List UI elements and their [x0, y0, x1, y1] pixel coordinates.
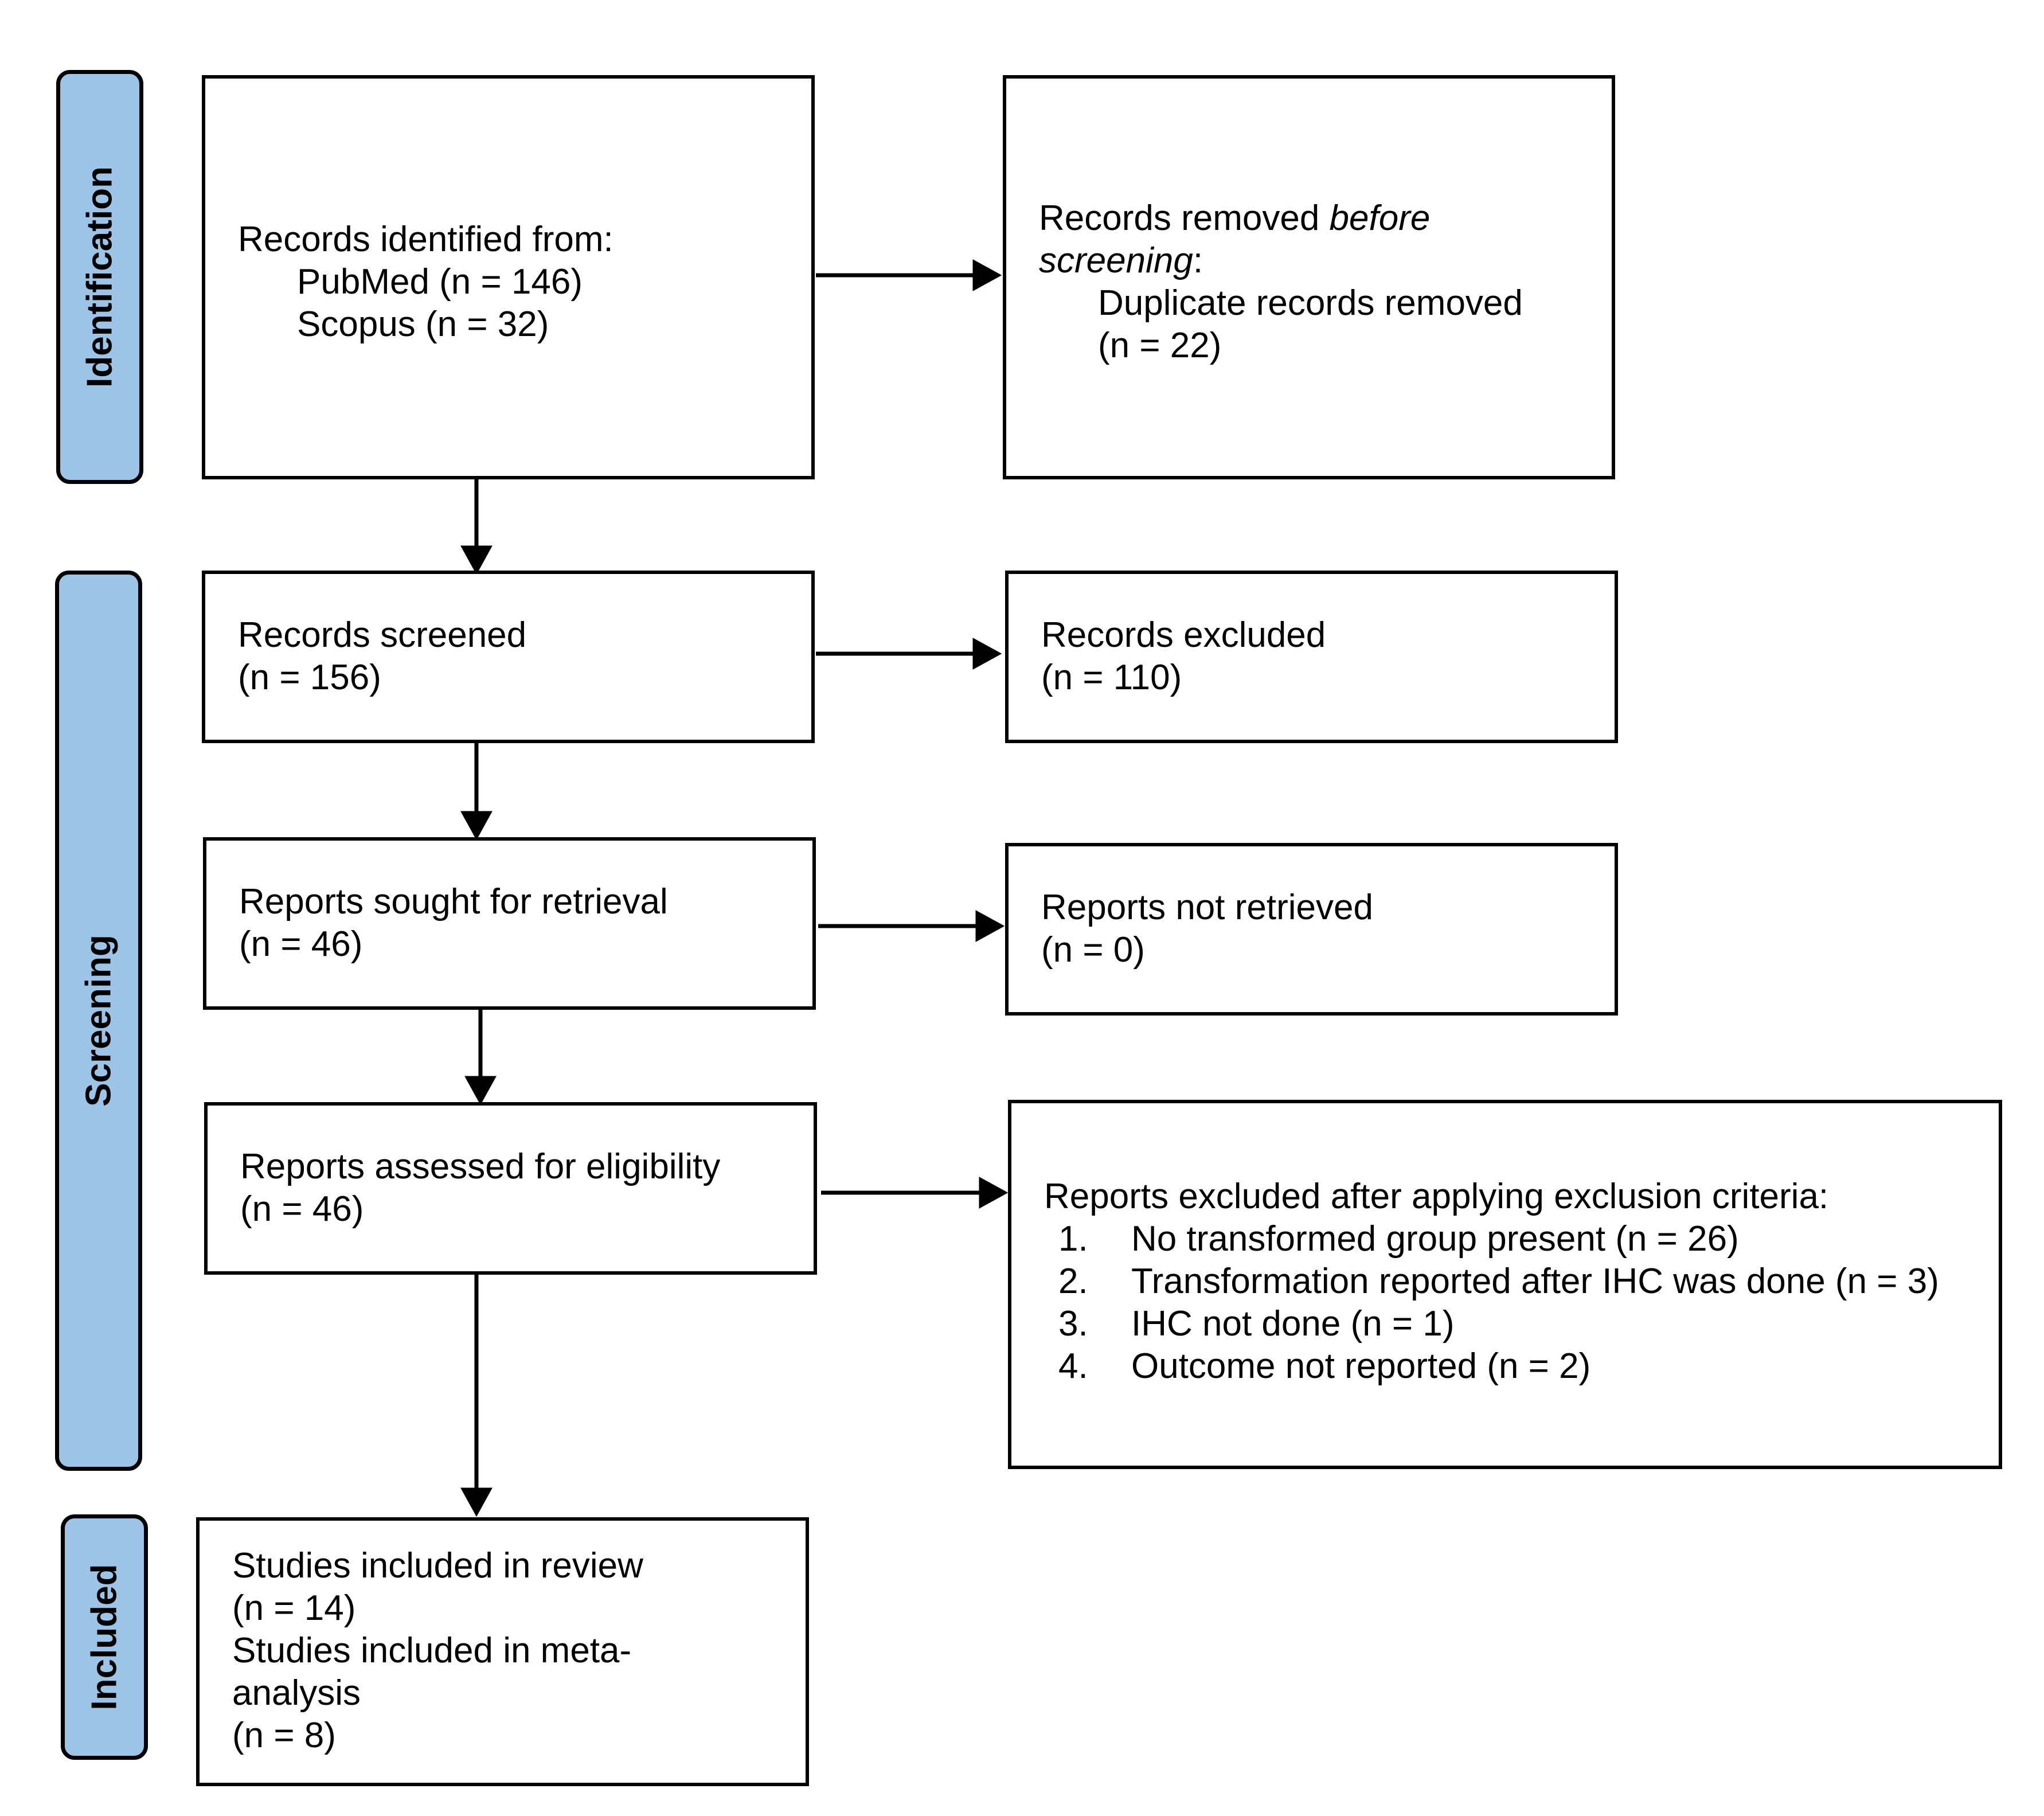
criteria-item-text: Transformation reported after IHC was do…: [1131, 1262, 1939, 1301]
phase-screening: Screening: [55, 571, 142, 1471]
box-records-identified: Records identified from: PubMed (n = 146…: [202, 75, 815, 479]
removed-italic-before: before: [1329, 198, 1431, 238]
excluded-title: Records excluded: [1041, 615, 1326, 655]
removed-italic-screening: screening: [1039, 241, 1193, 280]
phase-identification: Identification: [56, 70, 143, 484]
phase-included-label: Included: [84, 1564, 124, 1710]
criteria-title: Reports excluded after applying exclusio…: [1044, 1177, 1829, 1216]
not-retrieved-title: Reports not retrieved: [1041, 888, 1373, 927]
phase-included: Included: [61, 1514, 148, 1760]
assessed-count: (n = 46): [240, 1189, 364, 1229]
removed-duplicates-count: (n = 22): [1098, 326, 1222, 365]
included-review-label: Studies included in review: [232, 1546, 643, 1585]
box-reports-sought: Reports sought for retrieval (n = 46): [203, 837, 816, 1010]
screened-title: Records screened: [238, 615, 527, 655]
criteria-item: 3. IHC not done (n = 1): [1044, 1303, 1999, 1345]
identified-title: Records identified from:: [238, 220, 613, 259]
removed-title-line1: Records removed before: [1039, 197, 1612, 240]
removed-duplicates-label: Duplicate records removed: [1098, 283, 1523, 323]
criteria-item-number: 1.: [1058, 1219, 1088, 1259]
excluded-count: (n = 110): [1041, 658, 1182, 697]
criteria-item-text: No transformed group present (n = 26): [1131, 1219, 1739, 1259]
criteria-item: 2. Transformation reported after IHC was …: [1044, 1260, 1999, 1303]
phase-identification-label: Identification: [80, 166, 120, 388]
box-records-screened: Records screened (n = 156): [202, 571, 815, 743]
included-meta-count: (n = 8): [232, 1716, 336, 1755]
removed-prefix: Records removed: [1039, 198, 1330, 238]
box-studies-included: Studies included in review (n = 14) Stud…: [196, 1517, 809, 1786]
criteria-item: 4. Outcome not reported (n = 2): [1044, 1345, 1999, 1388]
box-records-removed: Records removed before screening: Duplic…: [1003, 75, 1615, 479]
screened-count: (n = 156): [238, 658, 381, 697]
phase-screening-label: Screening: [79, 935, 119, 1107]
identified-source-scopus: Scopus (n = 32): [297, 304, 549, 344]
included-meta-label-1: Studies included in meta-: [232, 1631, 632, 1670]
criteria-item-text: IHC not done (n = 1): [1131, 1304, 1455, 1344]
included-meta-label-2: analysis: [232, 1673, 361, 1713]
not-retrieved-count: (n = 0): [1041, 930, 1145, 970]
removed-title-line2: screening:: [1039, 240, 1612, 282]
sought-count: (n = 46): [239, 924, 363, 964]
included-review-count: (n = 14): [232, 1588, 356, 1628]
sought-title: Reports sought for retrieval: [239, 882, 668, 921]
box-reports-not-retrieved: Reports not retrieved (n = 0): [1005, 843, 1618, 1016]
criteria-item-number: 4.: [1058, 1346, 1088, 1386]
box-records-excluded: Records excluded (n = 110): [1005, 571, 1618, 743]
criteria-list: 1.No transformed group present (n = 26) …: [1044, 1218, 1999, 1388]
criteria-item-number: 2.: [1058, 1262, 1088, 1301]
criteria-item: 1. No transformed group present (n = 26): [1044, 1218, 1999, 1260]
identified-source-pubmed: PubMed (n = 146): [297, 262, 583, 302]
criteria-item-text: Outcome not reported (n = 2): [1131, 1346, 1591, 1386]
assessed-title: Reports assessed for eligibility: [240, 1147, 721, 1186]
criteria-item-number: 3.: [1058, 1304, 1088, 1344]
box-reports-excluded-criteria: Reports excluded after applying exclusio…: [1008, 1100, 2002, 1469]
box-reports-assessed: Reports assessed for eligibility (n = 46…: [204, 1102, 817, 1275]
removed-suffix: :: [1193, 241, 1203, 280]
